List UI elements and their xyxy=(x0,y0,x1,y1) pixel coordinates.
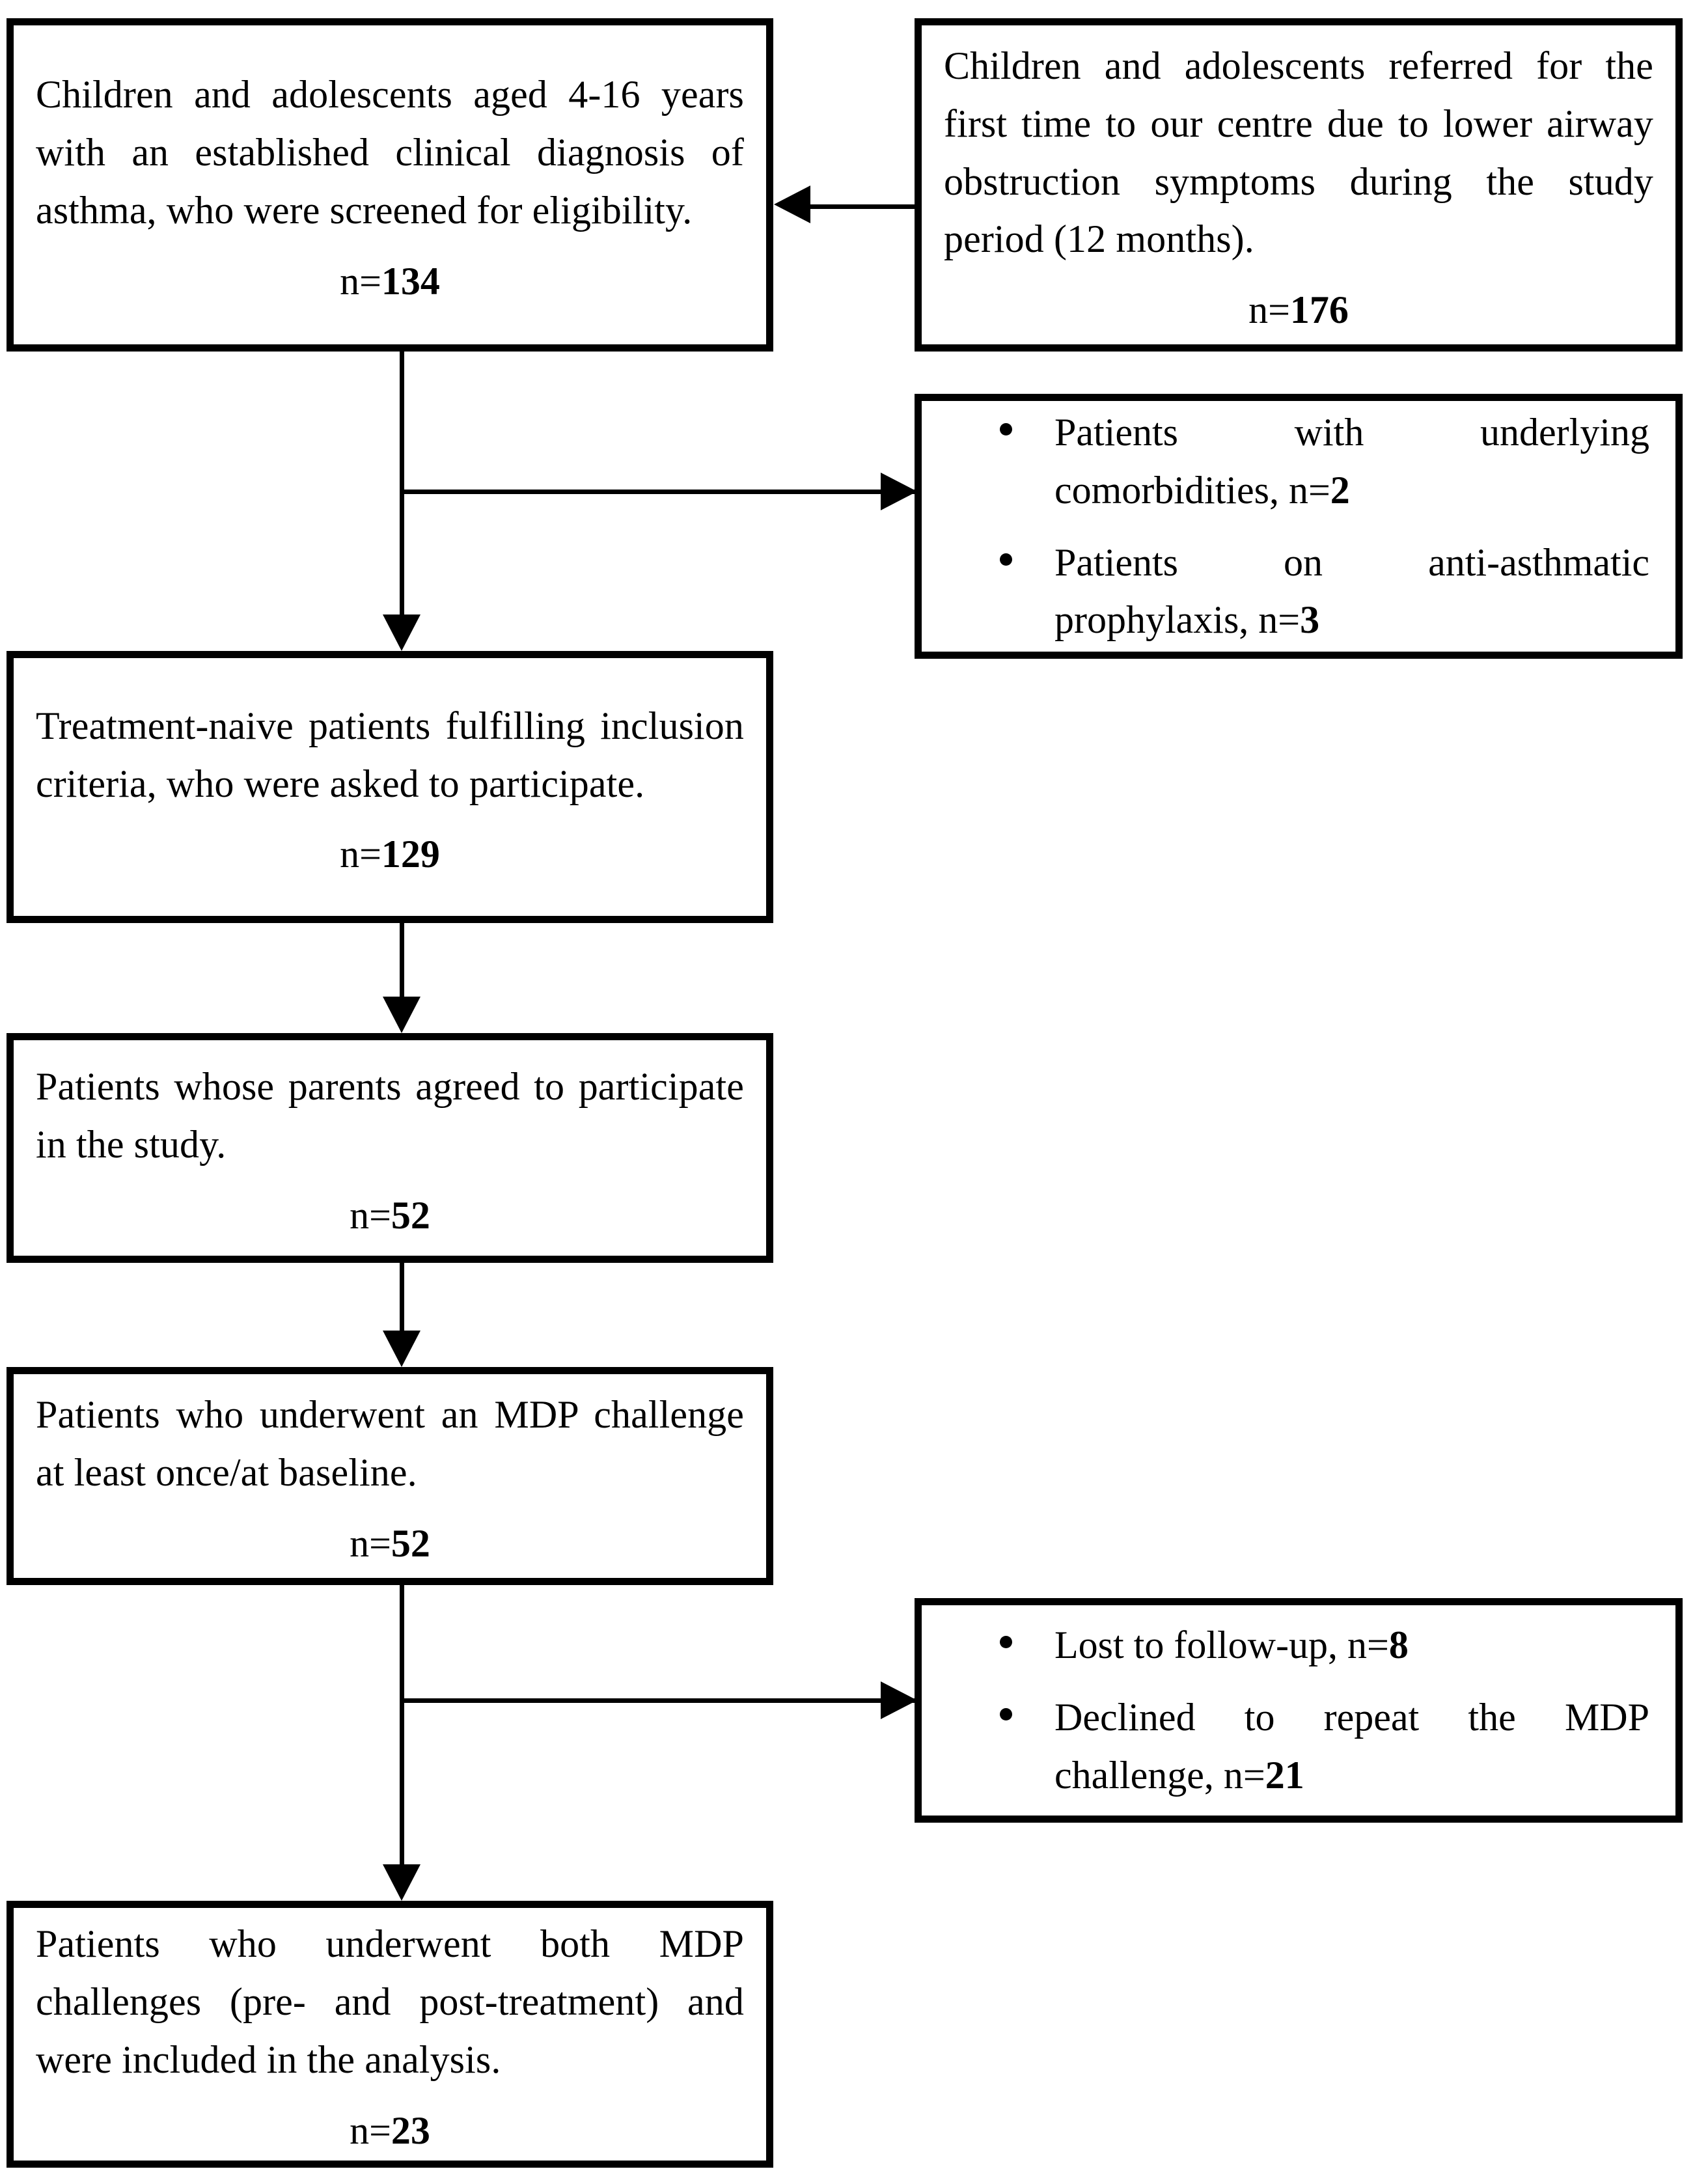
connector-screened-to-excluded-early-arrowhead xyxy=(881,473,917,510)
node-treatment-naive-count: n=129 xyxy=(14,832,766,877)
list-item: Patients on anti-asthmatic prophylaxis, … xyxy=(1000,534,1649,650)
node-parents-agreed-count: n=52 xyxy=(14,1193,766,1238)
connector-mdp-once-to-analysed-arrowhead xyxy=(383,1864,420,1901)
excluded-late-item-1-count: 21 xyxy=(1265,1753,1304,1797)
node-screened-text: Children and adolescents aged 4-16 years… xyxy=(36,73,744,232)
node-included-in-analysis: Patients who underwent both MDP challeng… xyxy=(7,1901,773,2168)
excluded-early-item-0-text: Patients with underlying comorbidities, … xyxy=(1054,410,1649,512)
node-excluded-late: Lost to follow-up, n=8 Declined to repea… xyxy=(915,1598,1683,1823)
node-treatment-naive: Treatment-naive patients fulfilling incl… xyxy=(7,651,773,923)
excluded-early-item-1-text: Patients on anti-asthmatic prophylaxis, … xyxy=(1054,540,1649,642)
node-treatment-naive-count-label: n= xyxy=(340,833,381,876)
node-treatment-naive-text: Treatment-naive patients fulfilling incl… xyxy=(36,704,744,805)
connector-screened-to-treatment-naive-arrowhead xyxy=(383,615,420,651)
connector-referred-to-screened-line xyxy=(810,204,917,209)
node-mdp-challenge-once: Patients who underwent an MDP challenge … xyxy=(7,1367,773,1585)
node-mdp-once-count-label: n= xyxy=(350,1521,391,1565)
node-referred-count-value: 176 xyxy=(1289,288,1349,332)
node-mdp-once-text: Patients who underwent an MDP challenge … xyxy=(36,1393,744,1494)
connector-mdp-once-to-excluded-late-arrowhead xyxy=(881,1681,917,1719)
node-referred-text: Children and adolescents referred for th… xyxy=(944,44,1653,261)
connector-treatment-naive-to-parents-agreed-line xyxy=(400,923,404,997)
node-analysed-count: n=23 xyxy=(14,2108,766,2153)
excluded-late-item-1-text: Declined to repeat the MDP challenge, n= xyxy=(1054,1696,1649,1797)
node-screened-count: n=134 xyxy=(14,259,766,304)
node-treatment-naive-count-value: 129 xyxy=(381,833,440,876)
excluded-early-item-0-count: 2 xyxy=(1330,468,1350,512)
list-item: Patients with underlying comorbidities, … xyxy=(1000,404,1649,519)
excluded-early-item-1-count: 3 xyxy=(1300,598,1320,642)
node-parents-agreed-count-value: 52 xyxy=(391,1193,430,1237)
list-item: Lost to follow-up, n=8 xyxy=(1000,1616,1649,1674)
node-referred-count-label: n= xyxy=(1248,288,1290,332)
node-analysed-count-label: n= xyxy=(350,2108,391,2152)
bullet-icon xyxy=(1000,1708,1012,1721)
node-analysed-count-value: 23 xyxy=(391,2108,430,2152)
bullet-icon xyxy=(1000,422,1012,435)
node-excluded-early: Patients with underlying comorbidities, … xyxy=(915,394,1683,659)
connector-treatment-naive-to-parents-agreed-arrowhead xyxy=(383,997,420,1033)
node-parents-agreed-text: Patients whose parents agreed to partici… xyxy=(36,1065,744,1166)
node-mdp-once-count-value: 52 xyxy=(391,1521,430,1565)
node-parents-agreed-count-label: n= xyxy=(350,1193,391,1237)
connector-referred-to-screened-arrowhead xyxy=(774,186,810,223)
node-parents-agreed: Patients whose parents agreed to partici… xyxy=(7,1033,773,1263)
connector-parents-agreed-to-mdp-once-line xyxy=(400,1263,404,1331)
connector-screened-to-excluded-early-line xyxy=(400,490,917,494)
node-mdp-once-count: n=52 xyxy=(14,1521,766,1566)
excluded-early-list: Patients with underlying comorbidities, … xyxy=(922,404,1675,649)
node-analysed-text: Patients who underwent both MDP challeng… xyxy=(36,1922,744,2081)
node-screened-for-eligibility: Children and adolescents aged 4-16 years… xyxy=(7,18,773,352)
node-screened-count-label: n= xyxy=(340,259,381,303)
node-referred-count: n=176 xyxy=(922,288,1675,333)
excluded-late-list: Lost to follow-up, n=8 Declined to repea… xyxy=(922,1616,1675,1804)
connector-mdp-once-to-analysed-line xyxy=(400,1585,404,1864)
bullet-icon xyxy=(1000,553,1012,566)
bullet-icon xyxy=(1000,1636,1012,1649)
node-referred-to-centre: Children and adolescents referred for th… xyxy=(915,18,1683,352)
connector-screened-to-treatment-naive-line xyxy=(400,352,404,615)
connector-mdp-once-to-excluded-late-line xyxy=(400,1698,917,1703)
node-screened-count-value: 134 xyxy=(381,259,440,303)
list-item: Declined to repeat the MDP challenge, n=… xyxy=(1000,1689,1649,1804)
excluded-late-item-0-text: Lost to follow-up, n= xyxy=(1054,1623,1389,1667)
excluded-late-item-0-count: 8 xyxy=(1388,1623,1409,1667)
connector-parents-agreed-to-mdp-once-arrowhead xyxy=(383,1331,420,1367)
